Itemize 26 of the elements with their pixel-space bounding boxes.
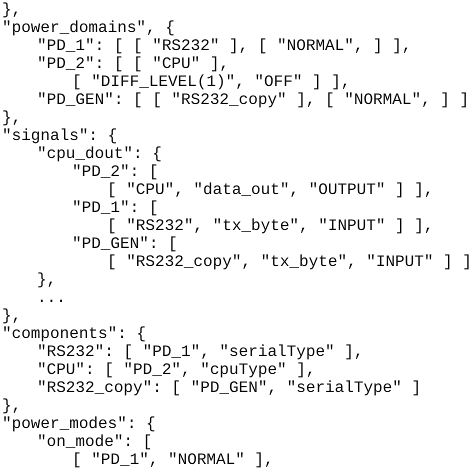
code-line: "PD_1": [: [72, 199, 158, 217]
code-line: "on_mode": [: [37, 433, 152, 451]
code-line: ...: [37, 289, 66, 307]
code-line: "PD_2": [ [ "CPU" ],: [37, 55, 230, 73]
code-line: "PD_2": [: [72, 163, 158, 181]
code-line: [ "RS232", "tx_byte", "INPUT" ] ],: [107, 217, 434, 235]
code-line: "CPU": [ "PD_2", "cpuType" ],: [37, 361, 316, 379]
code-line: "cpu_dout": {: [37, 145, 162, 163]
code-line: [ "RS232_copy", "tx_byte", "INPUT" ] ]: [107, 253, 472, 271]
code-line: "power_domains", {: [2, 19, 175, 37]
code-line: },: [2, 109, 22, 127]
code-line: [ "DIFF_LEVEL(1)", "OFF" ] ],: [72, 73, 350, 91]
code-line: "PD_GEN": [: [72, 235, 178, 253]
code-line: },: [37, 271, 56, 289]
code-line: "signals": {: [2, 127, 118, 145]
code-line: },: [2, 1, 22, 19]
code-line: [ "PD_1", "NORMAL" ],: [72, 451, 274, 469]
code-line: "RS232": [ "PD_1", "serialType" ],: [37, 343, 364, 361]
code-line: },: [2, 307, 22, 325]
code-line: "PD_GEN": [ [ "RS232_copy" ], [ "NORMAL", ] ]: [37, 91, 470, 109]
code-line: "PD_1": [ [ "RS232" ], [ "NORMAL", ] ],: [37, 37, 412, 55]
code-line: "RS232_copy": [ "PD_GEN", "serialType" ]: [37, 379, 422, 397]
code-line: },: [2, 397, 22, 415]
code-line: "components": {: [2, 325, 146, 343]
code-line: "power_modes": {: [2, 415, 156, 433]
code-line: [ "CPU", "data_out", "OUTPUT" ] ],: [107, 181, 434, 199]
